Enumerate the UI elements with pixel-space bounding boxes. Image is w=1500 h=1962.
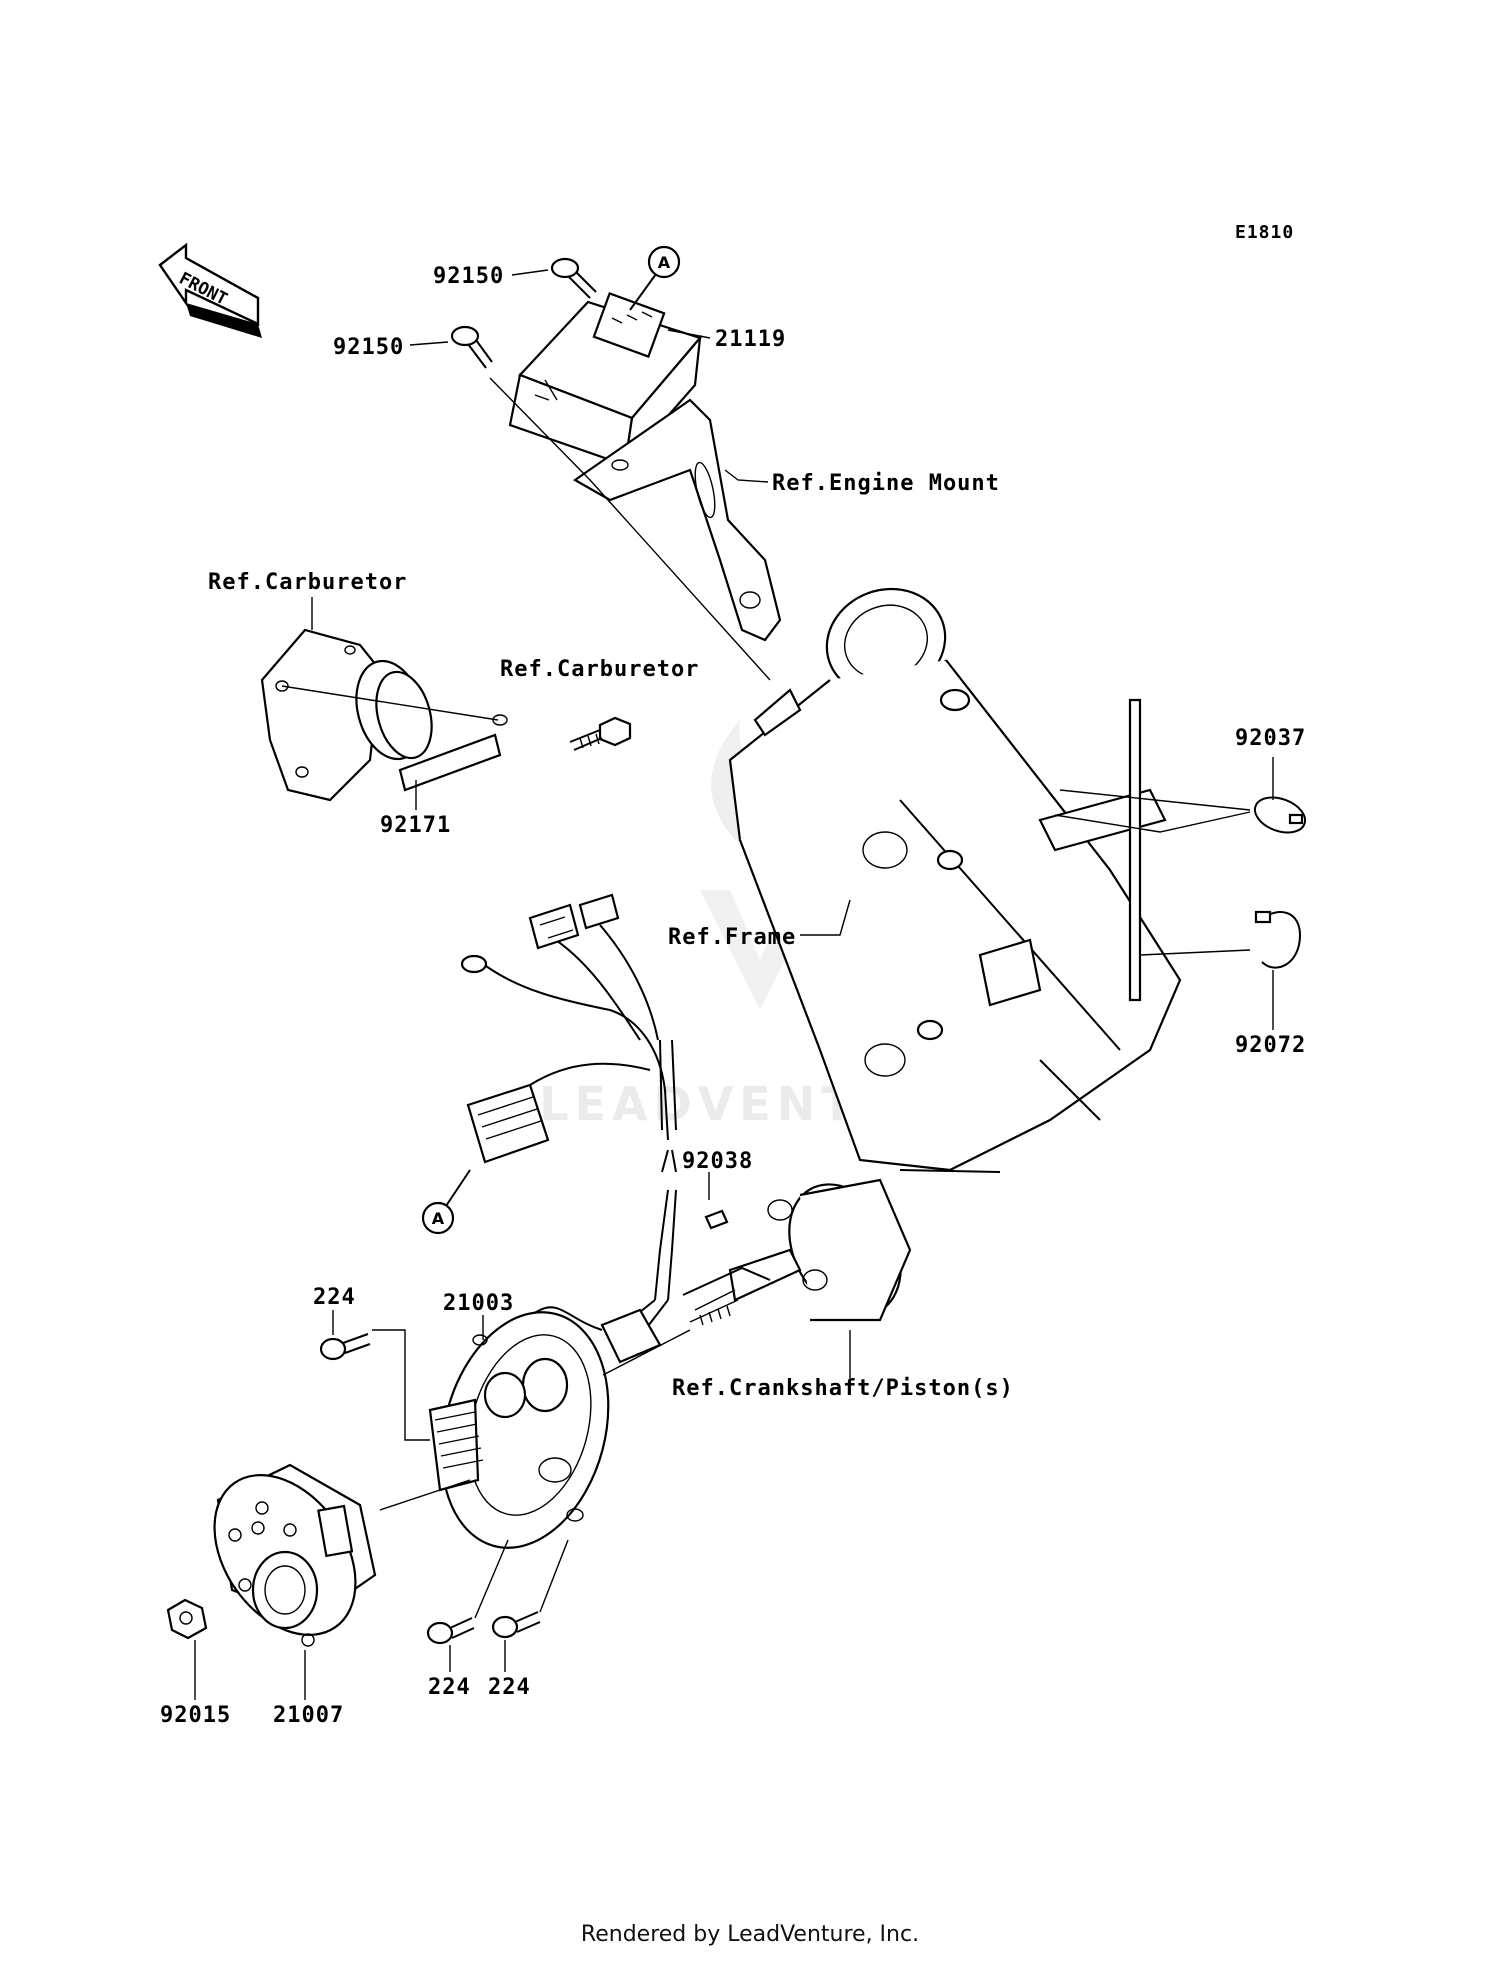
label-screw-224-bottom-right: 224 [488, 1675, 531, 1700]
label-bolt-92150-upper: 92150 [433, 264, 504, 289]
footer-credit: Rendered by LeadVenture, Inc. [580, 1922, 920, 1947]
carburetor-bolt [569, 716, 632, 751]
label-igniter-21119: 21119 [715, 327, 786, 352]
callout-a-top-text: A [658, 253, 671, 272]
label-ref-frame: Ref.Frame [668, 925, 796, 950]
carburetor-flange [260, 628, 433, 802]
label-ref-engine-mount: Ref.Engine Mount [772, 471, 1000, 496]
label-ref-carburetor-right: Ref.Carburetor [500, 657, 699, 682]
screw-224-top [319, 1333, 371, 1361]
key-leader [682, 1266, 771, 1296]
diagram-code: E1810 [1235, 222, 1294, 243]
key-92038 [704, 1209, 729, 1230]
screw-224-bottom-left [426, 1617, 475, 1645]
engine-mount-bracket [572, 398, 782, 642]
frame [728, 587, 1182, 1173]
flywheel-21007 [213, 1463, 377, 1647]
screw-224-bottom-right [491, 1611, 541, 1639]
label-bolt-92150-lower: 92150 [333, 335, 404, 360]
label-flywheel-21007: 21007 [273, 1703, 344, 1728]
label-screw-224-bottom-left: 224 [428, 1675, 471, 1700]
label-screw-224-top: 224 [313, 1285, 356, 1310]
front-arrow-icon: FRONT [158, 242, 262, 338]
clamp-strip-92171 [398, 714, 508, 792]
nut-92015 [166, 1598, 208, 1640]
callout-a-top: A [629, 245, 681, 311]
stator-21003 [428, 1311, 610, 1549]
label-ref-carburetor-left: Ref.Carburetor [208, 570, 407, 595]
label-clamp-92037: 92037 [1235, 726, 1306, 751]
callout-a-bottom: A [421, 1169, 471, 1235]
callout-a-bottom-text: A [432, 1209, 445, 1228]
label-clamp-strip-92171: 92171 [380, 813, 451, 838]
leader-lines [194, 269, 1274, 1700]
clamp-92072 [1254, 910, 1302, 969]
wiring-harness [460, 893, 677, 1364]
label-nut-92015: 92015 [160, 1703, 231, 1728]
clamp-92037 [1253, 796, 1307, 834]
crankshaft [689, 1178, 912, 1326]
bolt-92150-upper [550, 257, 597, 299]
label-key-92038: 92038 [682, 1149, 753, 1174]
bolt-92150-lower [450, 325, 493, 369]
label-stator-21003: 21003 [443, 1291, 514, 1316]
label-ref-crankshaft: Ref.Crankshaft/Piston(s) [672, 1376, 1014, 1401]
label-clamp-92072: 92072 [1235, 1033, 1306, 1058]
